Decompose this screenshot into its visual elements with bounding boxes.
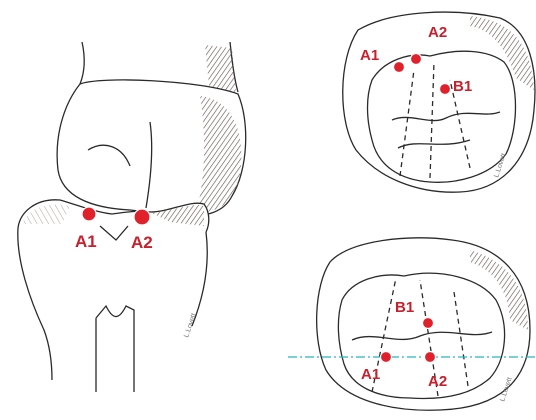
marker-top-a1 bbox=[394, 62, 405, 73]
label-bottom-a2: A2 bbox=[428, 374, 447, 389]
label-left-a1: A1 bbox=[75, 233, 97, 250]
marker-top-b1 bbox=[440, 84, 451, 95]
lower-crown-shade-left bbox=[22, 205, 70, 224]
lower-root-left-outer bbox=[18, 228, 52, 380]
label-left-a2: A2 bbox=[131, 234, 153, 251]
marker-bottom-b1 bbox=[423, 318, 434, 329]
label-bottom-a1: A1 bbox=[361, 367, 380, 382]
label-bottom-b1: B1 bbox=[395, 300, 414, 315]
marker-left-a2 bbox=[134, 209, 150, 225]
marker-left-a1 bbox=[82, 207, 96, 221]
label-top-b1: B1 bbox=[453, 79, 472, 94]
label-top-a1: A1 bbox=[360, 48, 379, 63]
lower-root-right-outer bbox=[192, 232, 207, 326]
lower-root-furcation bbox=[96, 306, 134, 392]
left-tooth-view bbox=[18, 42, 246, 392]
upper-root-left bbox=[80, 42, 84, 84]
marker-bottom-a2 bbox=[425, 352, 436, 363]
marker-bottom-a1 bbox=[381, 352, 392, 363]
marker-top-a2 bbox=[411, 54, 422, 65]
label-top-a2: A2 bbox=[428, 25, 447, 40]
